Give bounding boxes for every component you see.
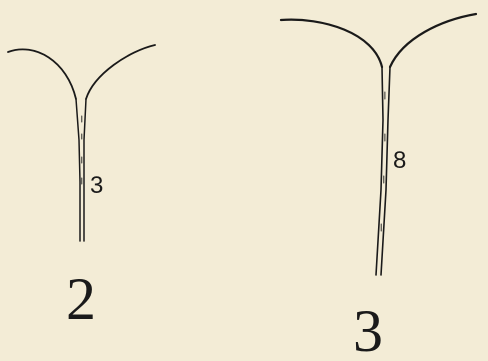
figure-2-left-arm	[8, 49, 76, 99]
figure-3-left-arm	[281, 20, 382, 67]
figure-2-stem-left	[76, 99, 80, 241]
figure-2-inner-label: 3	[90, 172, 103, 199]
figure-2-right-arm	[86, 45, 155, 99]
figure-3-stem-left	[376, 67, 383, 275]
figure-2-number: 2	[66, 266, 96, 332]
figure-2-stem-right	[84, 99, 86, 241]
figure-3-inner-label: 8	[393, 147, 406, 174]
figure-3-number: 3	[353, 298, 383, 361]
figure-3: 8 3	[281, 14, 476, 361]
figure-3-right-arm	[390, 14, 476, 67]
figure-2: 3 2	[8, 45, 155, 332]
